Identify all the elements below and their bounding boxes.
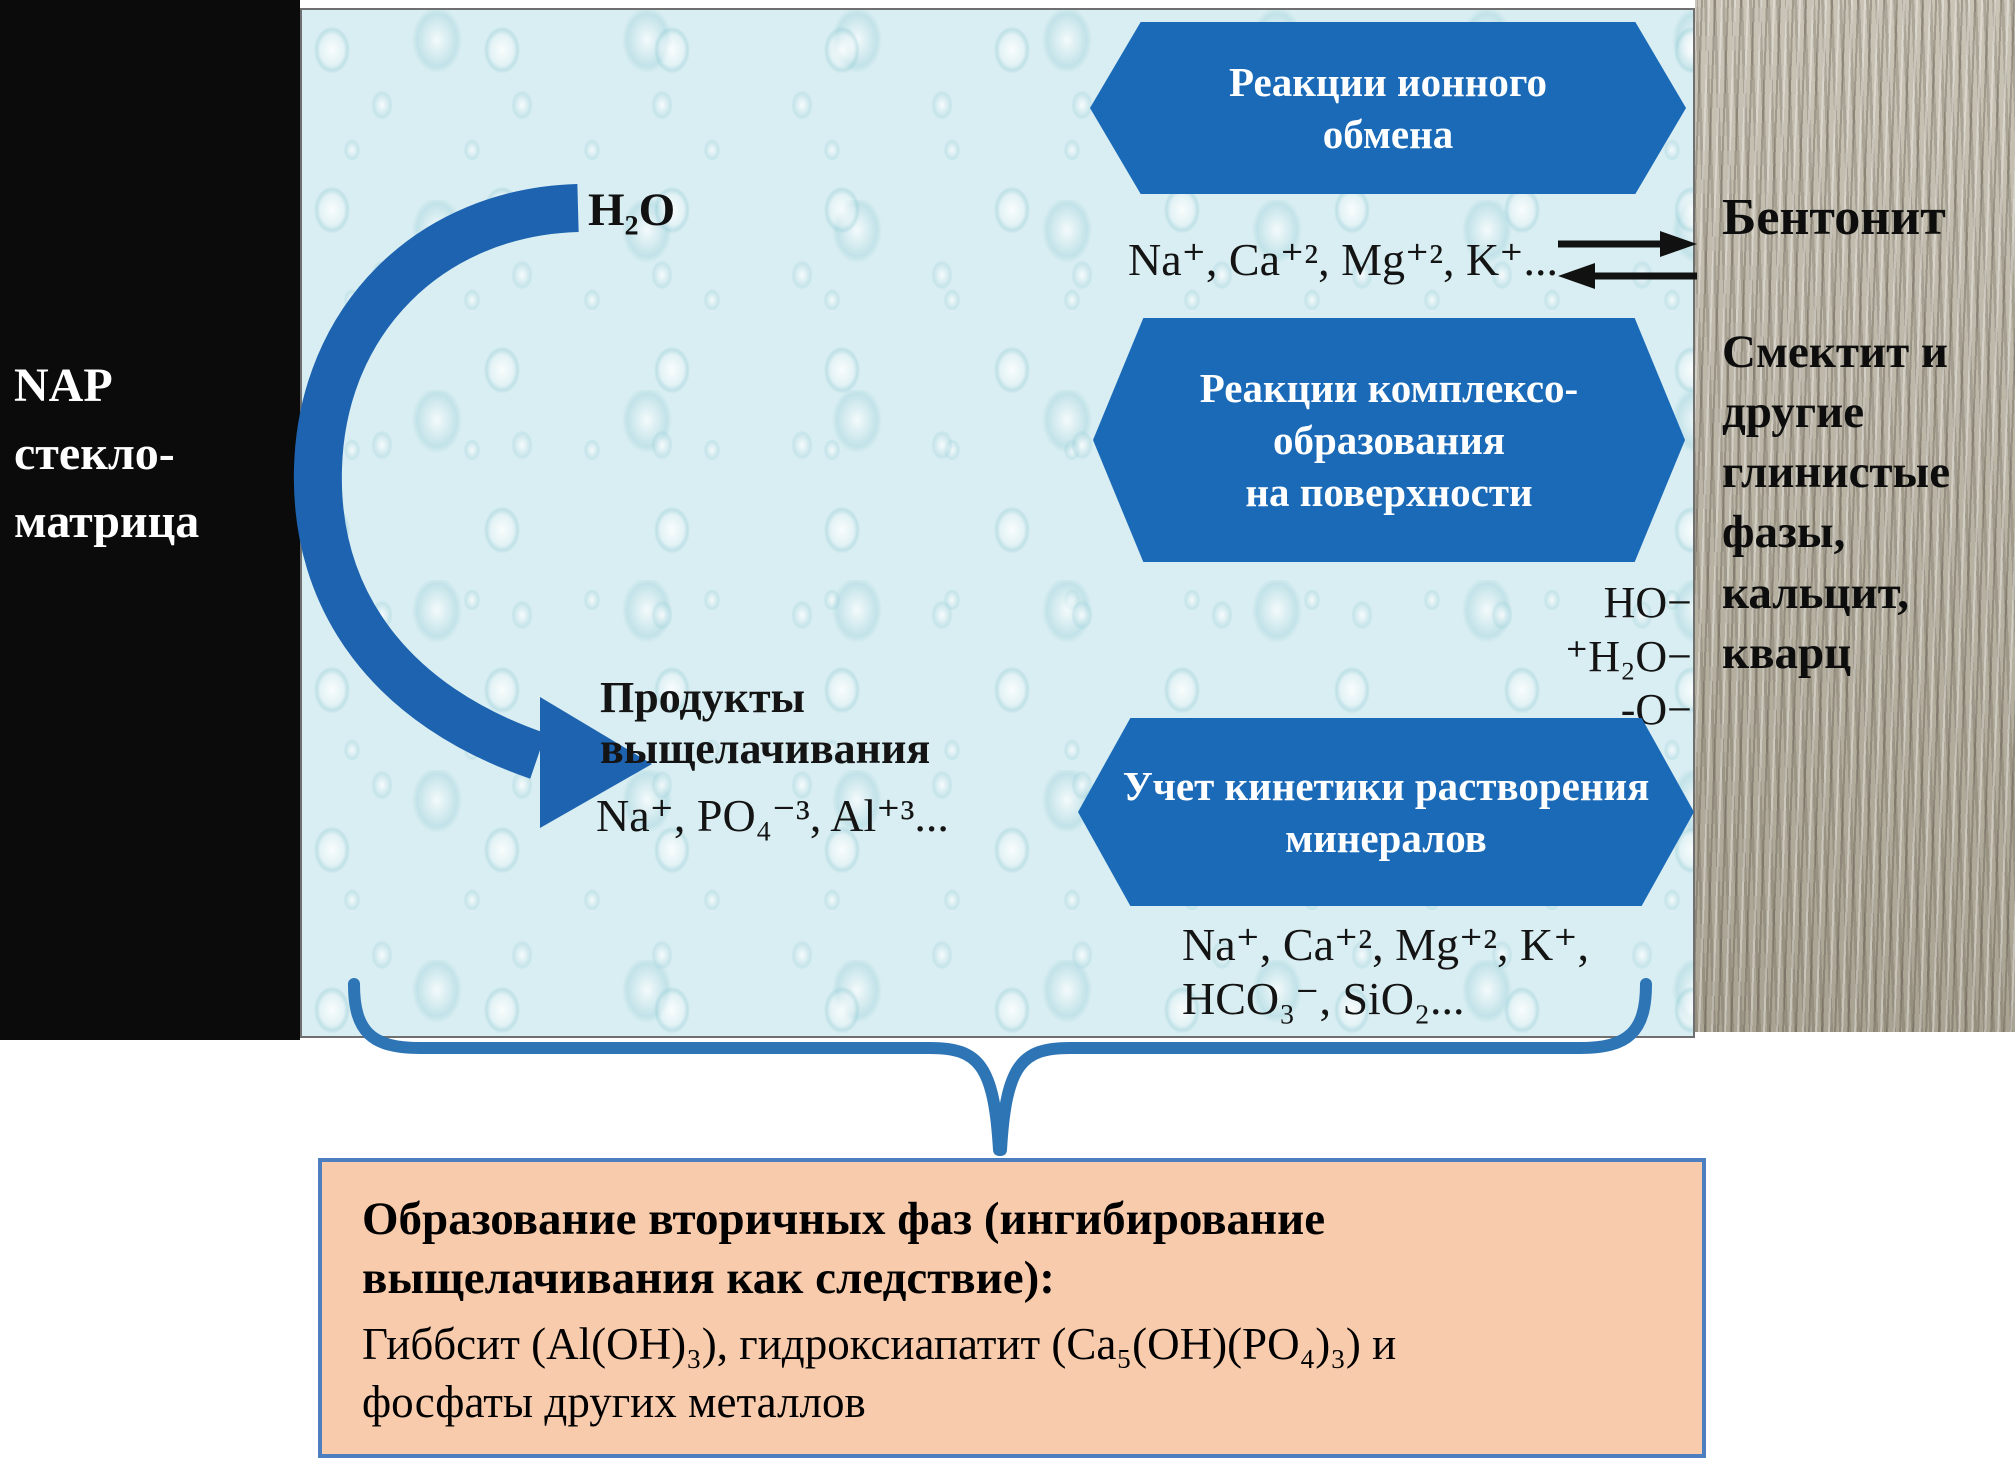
surface-complexation-hexagon-line2: образования <box>1272 416 1506 463</box>
bentonite-panel <box>1695 0 2015 1032</box>
surface-complexation-hexagon-line3: на поверхности <box>1245 469 1533 516</box>
dissolution-kinetics-hexagon: Учет кинетики растворения минералов <box>1078 718 1694 906</box>
kinetics-ions-line1: Na⁺, Ca⁺², Mg⁺², K⁺, <box>1182 919 1590 970</box>
h2o-label: H₂O <box>588 184 676 236</box>
bentonite-title: Бентонит <box>1722 189 1946 246</box>
nap-glass-matrix-panel <box>0 0 300 1040</box>
surface-group-ho: HO− <box>1603 578 1692 627</box>
leaching-products-title-line1: Продукты <box>600 673 806 722</box>
nap-panel-title-line3: матрица <box>14 495 200 549</box>
dissolution-kinetics-hexagon-line2: минералов <box>1285 815 1487 861</box>
nap-panel-title-line1: NAP <box>14 359 113 412</box>
ion-exchange-hexagon-line1: Реакции ионного <box>1229 58 1547 105</box>
ion-exchange-hexagon: Реакции ионного обмена <box>1090 22 1686 194</box>
kinetics-ions: Na⁺, Ca⁺², Mg⁺², K⁺, HCO₃⁻, SiO₂... <box>1182 918 1589 1027</box>
secondary-phases-bold-line1: Образование вторичных фаз (ингибирование <box>362 1193 1326 1245</box>
ion-exchange-hexagon-line2: обмена <box>1322 111 1454 157</box>
dissolution-kinetics-hexagon-line1: Учет кинетики растворения <box>1122 762 1650 809</box>
secondary-phases-bold-line2: выщелачивания как следствие): <box>362 1252 1055 1305</box>
surface-complexation-hexagon-line1: Реакции комплексо- <box>1199 364 1579 411</box>
secondary-phases-text-line1: Гиббсит (Al(OH)₃), гидроксиапатит (Ca₅(O… <box>362 1319 1397 1370</box>
leaching-products-ions: Na⁺, PO₄⁻³, Al⁺³... <box>596 790 949 841</box>
nap-panel-title: NAP стекло- матрица <box>14 352 294 556</box>
secondary-phases-text-line2: фосфаты других металлов <box>362 1377 866 1428</box>
secondary-phases-box: Образование вторичных фаз (ингибирование… <box>318 1158 1706 1458</box>
ion-exchange-ions: Na⁺, Ca⁺², Mg⁺², K⁺... <box>1128 234 1559 285</box>
surface-complexation-hexagon: Реакции комплексо- образования на поверх… <box>1093 318 1685 562</box>
surface-group-h2o: ⁺H₂O− <box>1565 631 1692 681</box>
leaching-products-title-line2: выщелачивания <box>600 724 931 774</box>
bentonite-subtitle: Смектит и другие глинистые фазы, кальцит… <box>1722 326 1951 679</box>
surface-groups: HO− ⁺H₂O− -O− <box>1440 576 1692 737</box>
leaching-products-title: Продукты выщелачивания <box>600 672 930 774</box>
kinetics-ions-line2: HCO₃⁻, SiO₂... <box>1182 973 1465 1025</box>
nap-panel-title-line2: стекло- <box>14 427 175 481</box>
